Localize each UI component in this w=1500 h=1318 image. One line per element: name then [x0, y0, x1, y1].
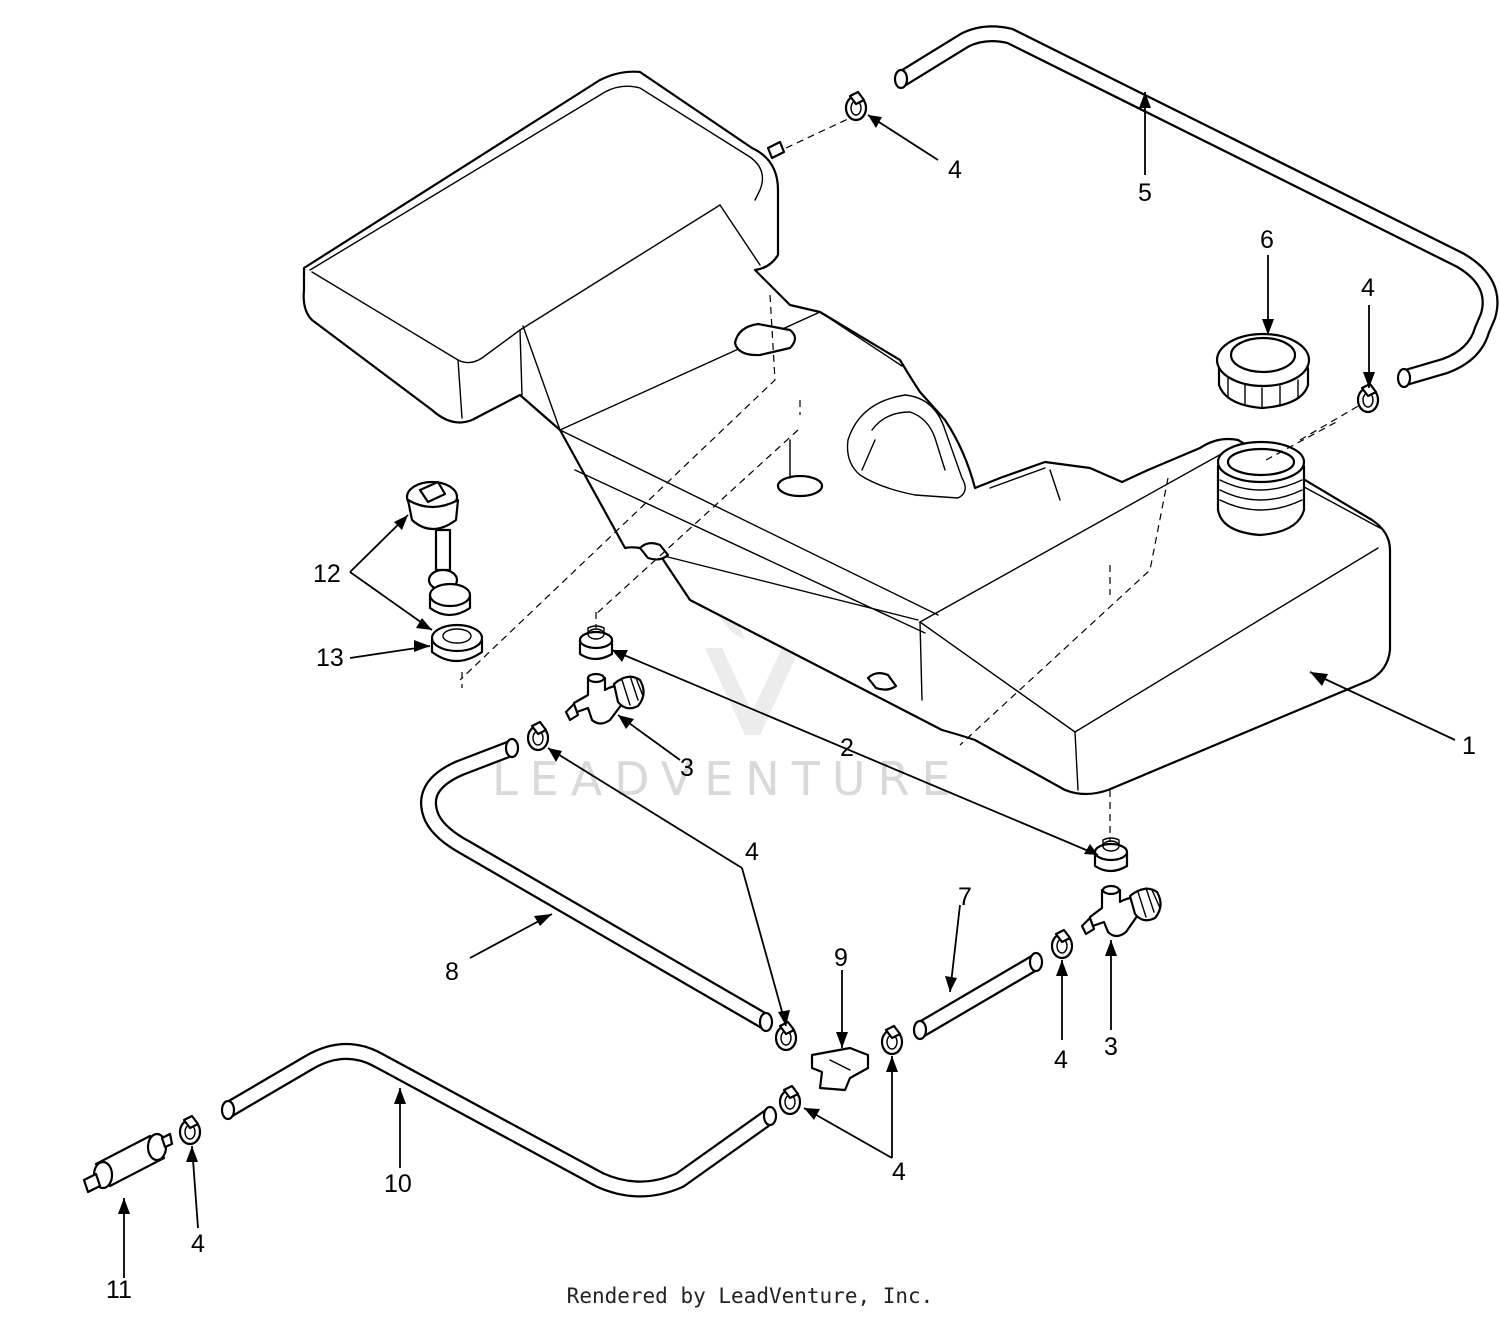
hose-clamp-hose8-bottom [774, 1020, 798, 1052]
hose-clamp-tee-left [778, 1084, 802, 1116]
callout-8: 8 [445, 958, 459, 986]
callouts: 1 2 3 3 4 4 4 4 4 4 5 6 7 8 9 10 11 12 1… [106, 156, 1476, 1304]
callout-5: 5 [1138, 179, 1152, 207]
callout-3-lower: 3 [1104, 1033, 1118, 1061]
callout-4-hose7: 4 [1054, 1046, 1068, 1074]
hose-clamp-tee-right [880, 1024, 904, 1056]
hose-clamp-hose7-right [1050, 928, 1074, 960]
fuel-hose-7 [912, 951, 1044, 1041]
hose-clamp-hose8-top [526, 720, 550, 752]
callout-4-tee: 4 [892, 1158, 906, 1186]
leader-arrowheads [118, 92, 1375, 1214]
assembly-line-vent [785, 117, 851, 149]
render-credit: Rendered by LeadVenture, Inc. [566, 1284, 934, 1308]
drain-plug [405, 480, 472, 617]
fuel-filter [82, 1132, 174, 1194]
watermark-text: LEADVENTURE [492, 752, 963, 806]
callout-4-hose8: 4 [745, 838, 759, 866]
shutoff-valve-lower [1080, 884, 1162, 938]
hose-clamp-top-right [1356, 382, 1380, 414]
callout-10: 10 [384, 1170, 412, 1198]
vent-hose-5 [893, 25, 1499, 389]
callout-7: 7 [958, 883, 972, 911]
fuel-hose-10 [220, 1043, 778, 1198]
bushing-lower [1093, 837, 1129, 873]
assembly-line-cap [1299, 404, 1361, 441]
bushing-upper [578, 625, 614, 661]
fuel-tank [302, 70, 1392, 842]
shutoff-valve-upper [564, 672, 645, 725]
callout-13: 13 [316, 644, 344, 672]
callout-6: 6 [1260, 226, 1274, 254]
callout-2: 2 [840, 734, 854, 762]
callout-12: 12 [313, 560, 341, 588]
callout-4-filter: 4 [191, 1230, 205, 1258]
grommet [430, 623, 484, 663]
tee-fitting [810, 1046, 870, 1092]
fuel-cap [1215, 332, 1311, 410]
callout-11: 11 [106, 1276, 132, 1304]
callout-3-upper: 3 [680, 754, 694, 782]
callout-4-top: 4 [948, 156, 962, 184]
hose-clamp-filter [178, 1114, 202, 1146]
callout-4-top-right: 4 [1361, 274, 1375, 302]
fuel-hose-8 [420, 737, 774, 1033]
hose-clamp-top-left [844, 90, 868, 122]
callout-9: 9 [834, 944, 848, 972]
callout-1: 1 [1462, 732, 1476, 760]
